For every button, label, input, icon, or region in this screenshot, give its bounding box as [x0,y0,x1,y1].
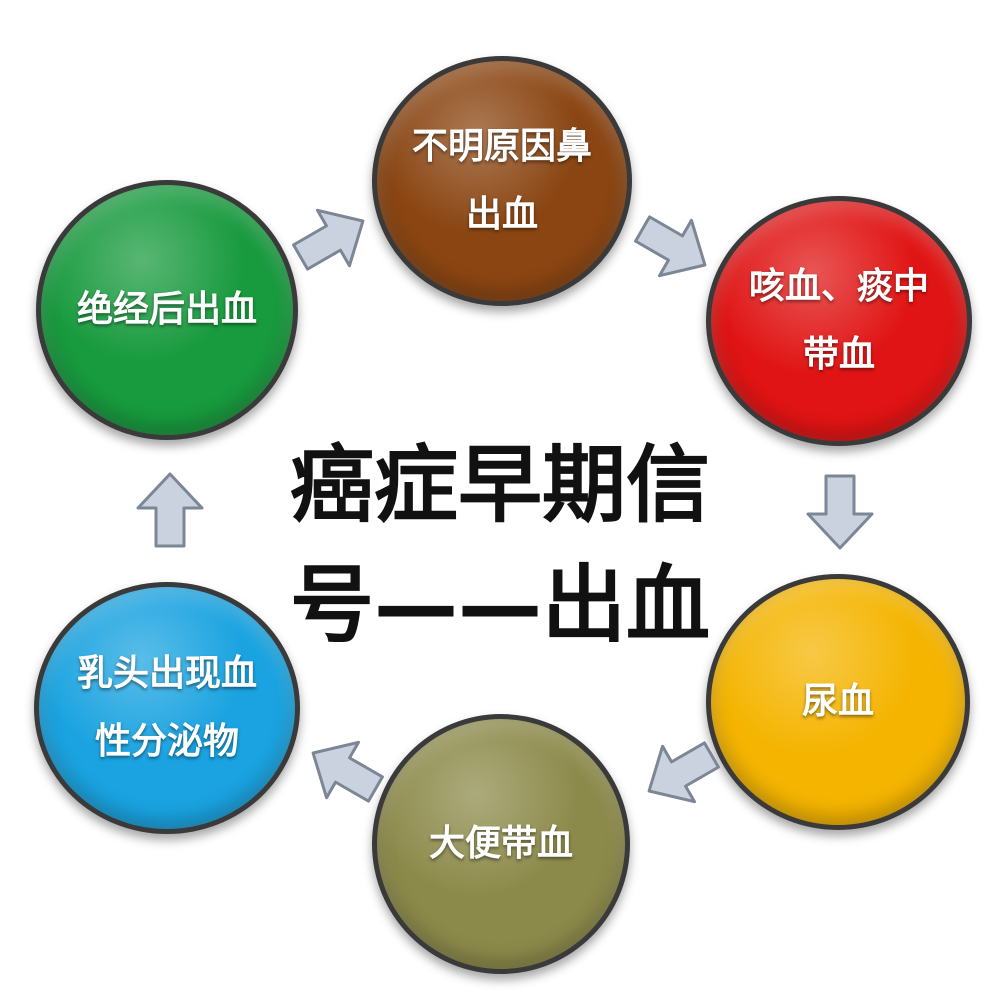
node-bloody-stool: 大便带血 [372,714,630,974]
arrow-icon-top-to-right-upper [634,215,707,278]
node-nipple-discharge: 乳头出现血性分泌物 [34,582,300,834]
node-coughing-blood-label: 咳血、痰中带血 [748,266,929,375]
arrow-icon-left-upper-to-top [292,208,365,271]
arrow-icon-right-lower-to-bottom [647,741,720,804]
node-postmenopausal-bleeding: 绝经后出血 [36,180,298,440]
node-nosebleed-label: 不明原因鼻出血 [411,126,592,235]
node-hematuria-label: 尿血 [801,681,874,722]
node-bloody-stool-label: 大便带血 [428,823,573,864]
arrow-icon-bottom-to-left-lower [311,740,384,803]
node-nipple-discharge-label: 乳头出现血性分泌物 [76,653,257,762]
node-coughing-blood: 咳血、痰中带血 [706,196,972,446]
node-nosebleed: 不明原因鼻出血 [372,56,632,306]
arrow-icon-left-lower-to-left-upper [136,472,204,548]
node-hematuria: 尿血 [706,574,970,830]
node-postmenopausal-bleeding-label: 绝经后出血 [76,289,257,330]
center-title: 癌症早期信号——出血 [289,436,710,654]
arrow-icon-right-upper-to-right-lower [806,474,874,550]
